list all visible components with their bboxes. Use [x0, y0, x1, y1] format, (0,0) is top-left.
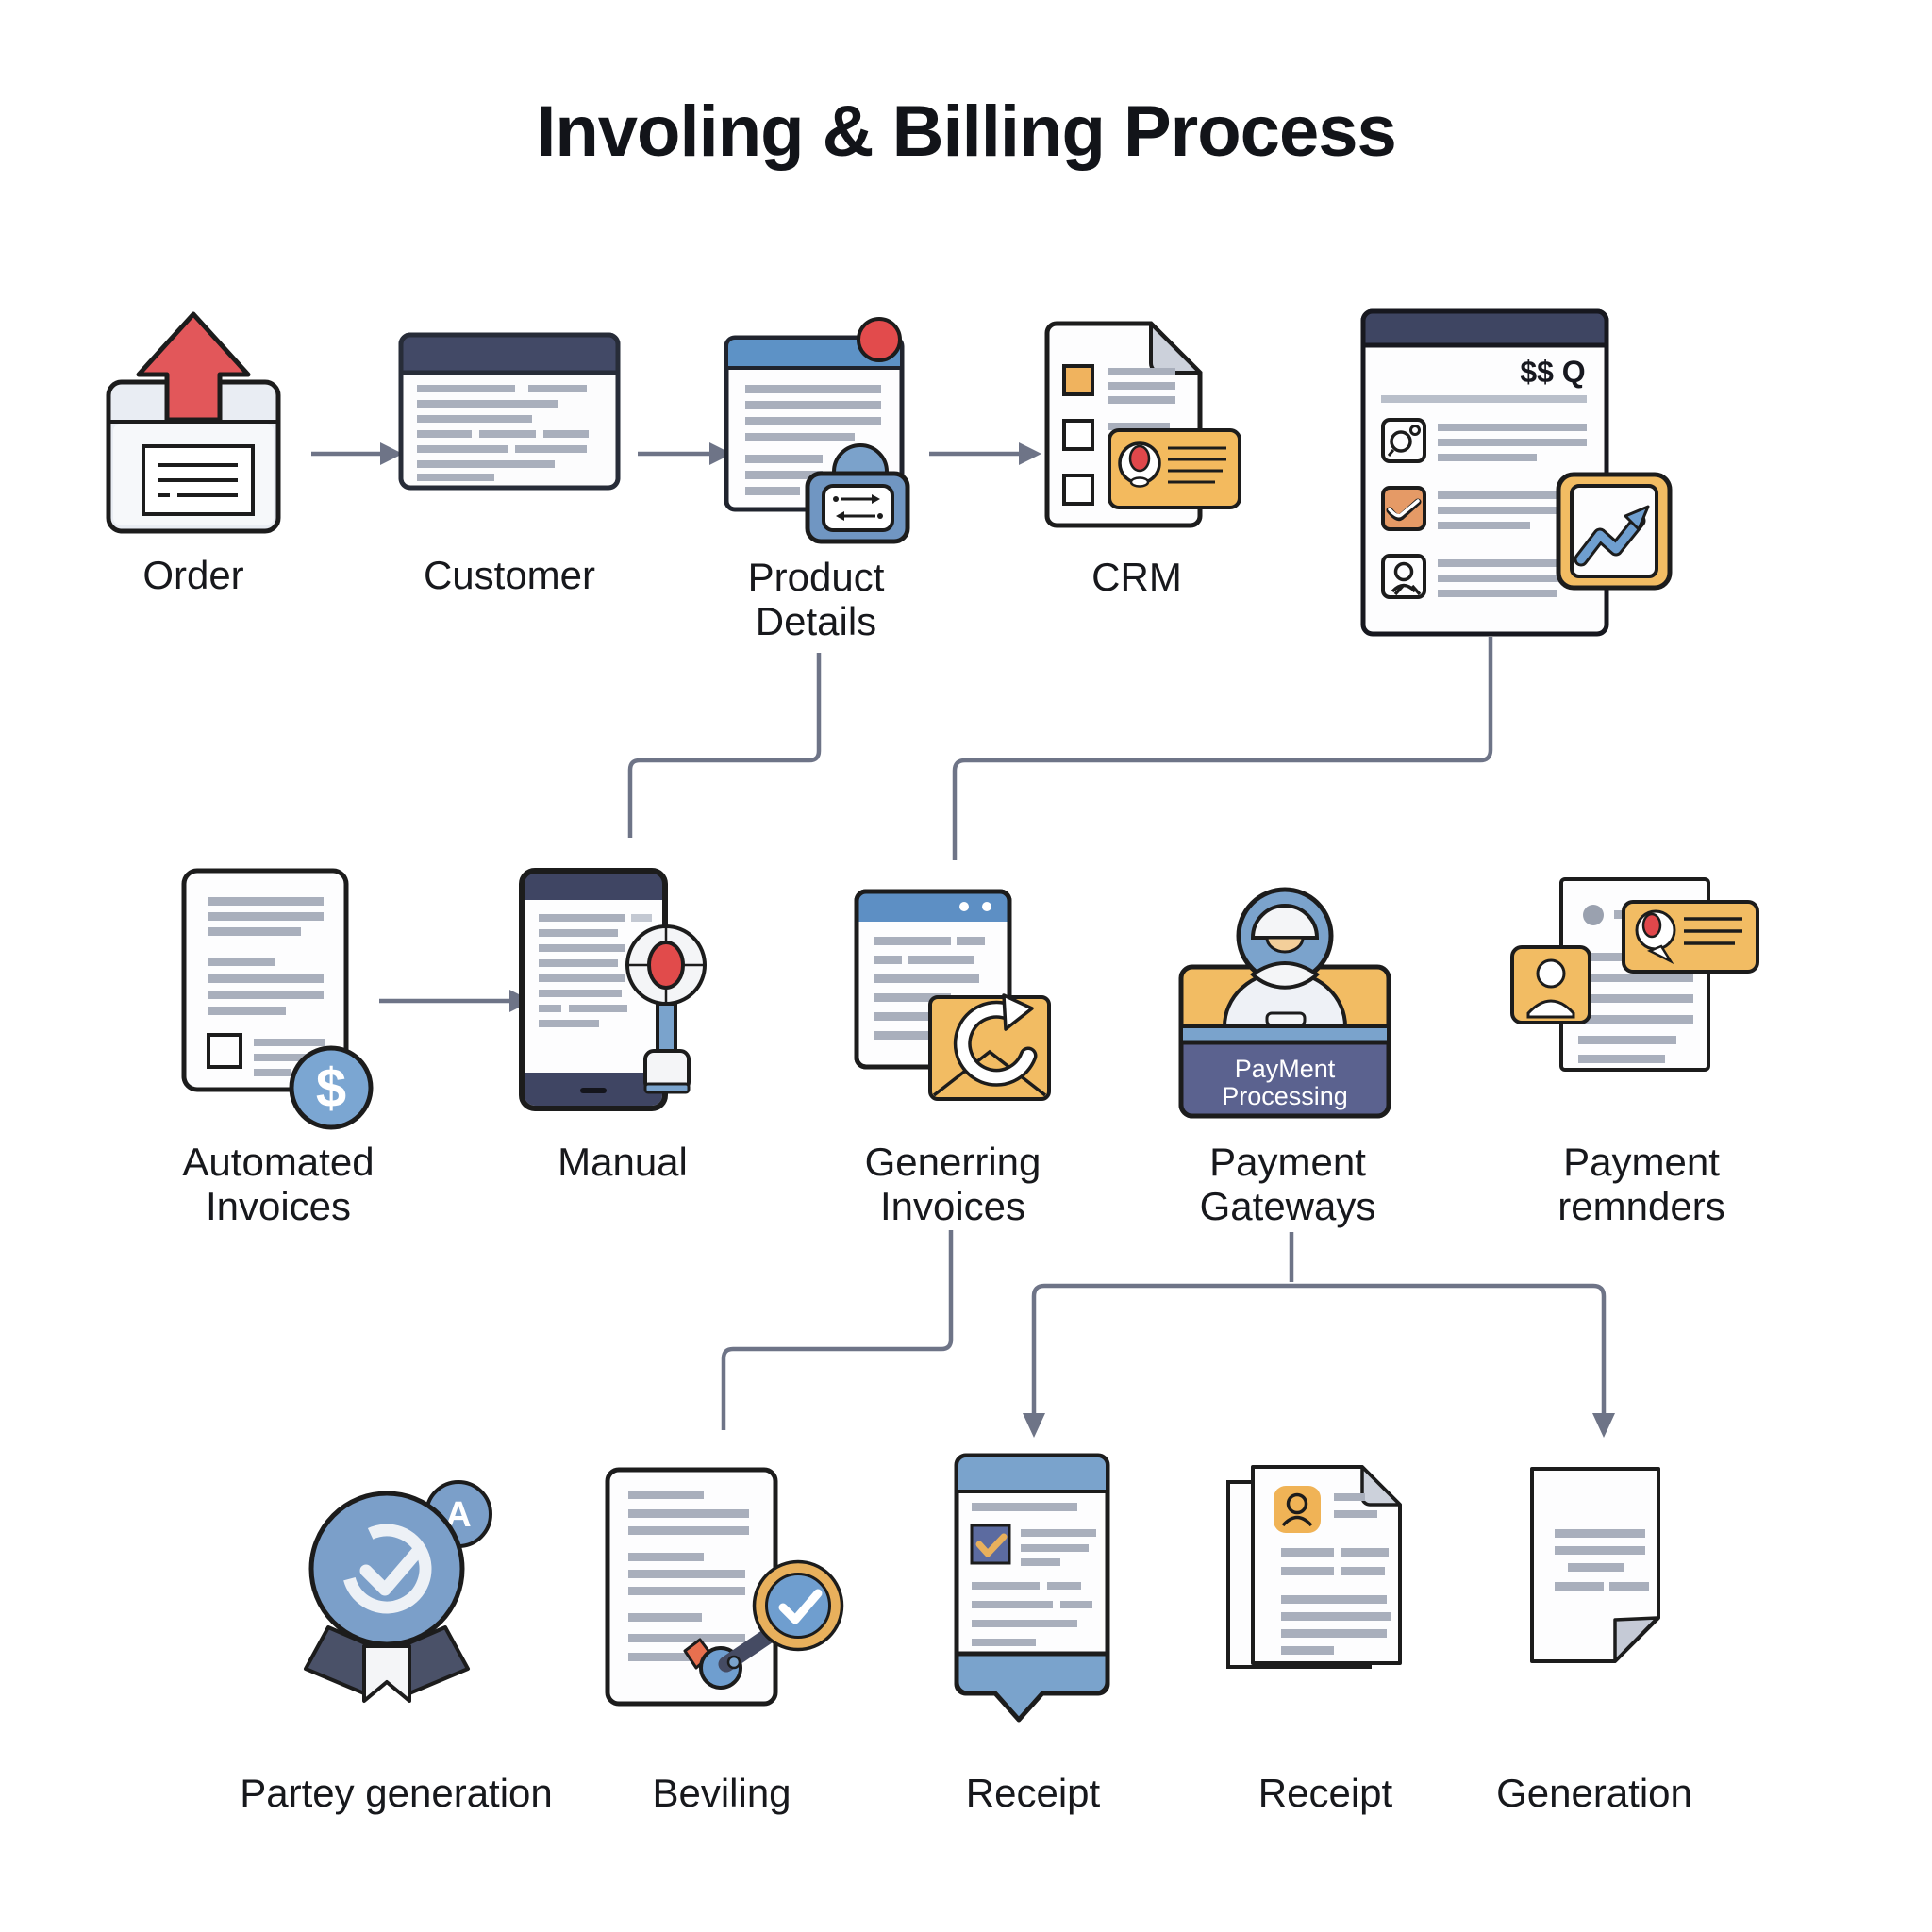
- crm-checklist-contact-icon: [1044, 321, 1241, 528]
- generated-document-icon: [1530, 1467, 1660, 1663]
- person-avatar-icon: [1273, 1486, 1321, 1533]
- reminder-message-card-icon: [1621, 900, 1759, 974]
- checkbox-empty-icon: [1062, 419, 1094, 451]
- connector-gateways-split: [1031, 1283, 1607, 1415]
- contact-card-icon: [1108, 428, 1241, 509]
- node-label-generation: Generation: [1496, 1771, 1692, 1815]
- arrowhead-to-generation: [1592, 1413, 1615, 1438]
- connector-product-details-to-manual: [627, 653, 822, 838]
- checkbox-empty-icon: [1062, 474, 1094, 506]
- node-payment-gateways: PayMent Processing Payment Gateways: [1170, 877, 1406, 1228]
- arrowhead-to-product-details: [709, 442, 732, 465]
- person-badge-icon: [1509, 945, 1591, 1024]
- billing-summary-panel-icon: $$ Q: [1360, 308, 1673, 637]
- card-text-line1: PayMent: [1235, 1055, 1336, 1083]
- chart-list-icon: [1381, 486, 1426, 531]
- settings-badge-icon: [805, 471, 910, 544]
- node-product-details: Product Details: [703, 311, 929, 643]
- node-label-receipt-2: Receipt: [1257, 1771, 1393, 1815]
- receipt-ribbon-icon: [954, 1453, 1110, 1723]
- panel-currency-search-symbol: $$ Q: [1520, 355, 1585, 389]
- node-customer: Customer: [382, 330, 637, 597]
- connector-generating-to-beviling: [721, 1230, 954, 1430]
- node-automated-invoices: $ Automated Invoices: [160, 863, 396, 1228]
- node-label-payment-gateways: Payment Gateways: [1199, 1140, 1376, 1229]
- card-text-line2: Processing: [1222, 1082, 1348, 1110]
- arrowhead-to-receipt: [1023, 1413, 1045, 1438]
- connector-panel-to-generating-invoices: [952, 637, 1493, 860]
- node-label-customer: Customer: [423, 553, 596, 597]
- node-label-manual: Manual: [558, 1140, 688, 1184]
- node-generation: Generation: [1496, 1457, 1692, 1815]
- checkbox-empty-icon: [206, 1033, 242, 1069]
- receipt-papers-icon: [1225, 1465, 1402, 1669]
- folded-corner-icon: [1613, 1616, 1659, 1663]
- generating-invoices-mail-icon: [854, 889, 1051, 1101]
- pin-magnifier-icon: [625, 924, 707, 1094]
- node-payment-reminders: Payment remnders: [1500, 868, 1783, 1228]
- folded-corner-icon: [1359, 1465, 1402, 1507]
- node-receipt-2: Receipt: [1217, 1457, 1434, 1815]
- node-manual: Manual: [514, 863, 731, 1184]
- folded-corner-icon: [1149, 322, 1202, 375]
- node-billing-summary: $$ Q: [1358, 307, 1674, 646]
- node-label-crm: CRM: [1091, 555, 1182, 599]
- automated-invoice-document-icon: $: [181, 868, 373, 1130]
- node-label-partey-generation: Partey generation: [240, 1771, 553, 1815]
- diagram-title: Involing & Billing Process: [536, 92, 1397, 172]
- node-crm: CRM: [1028, 309, 1245, 599]
- node-label-payment-reminders: Payment remnders: [1557, 1140, 1725, 1229]
- upload-arrow-icon: [136, 311, 251, 423]
- dollar-glyph: $: [315, 1058, 345, 1119]
- growth-chart-badge-icon: [1556, 472, 1673, 591]
- payment-processing-terminal-icon: PayMent Processing: [1178, 887, 1391, 1119]
- verified-badge-medal-icon: A: [304, 1480, 492, 1703]
- billing-review-magnifier-icon: [605, 1467, 844, 1707]
- arrowhead-to-customer: [380, 442, 403, 465]
- customer-record-window-icon: [398, 332, 621, 491]
- send-envelope-icon: [927, 993, 1051, 1101]
- node-generring-invoices: Generring Invoices: [844, 882, 1061, 1228]
- node-partey-generation: A Partey generation: [226, 1467, 566, 1815]
- order-upload-document-icon: [106, 311, 281, 534]
- node-label-generring-invoices: Generring Invoices: [864, 1140, 1041, 1229]
- product-details-window-icon: [724, 317, 910, 544]
- node-order: Order: [75, 307, 311, 597]
- node-label-automated-invoices: Automated Invoices: [182, 1140, 375, 1229]
- arrowhead-to-crm: [1019, 442, 1041, 465]
- payment-reminders-document-icon: [1509, 877, 1759, 1072]
- ribbon-tail-icon: [954, 1651, 1110, 1723]
- approval-magnifier-icon: [683, 1559, 844, 1690]
- checkbox-filled-icon: [1062, 364, 1094, 396]
- node-label-order: Order: [142, 553, 244, 597]
- node-label-product-details: Product Details: [747, 555, 885, 644]
- node-label-receipt-1: Receipt: [965, 1771, 1101, 1815]
- node-receipt-1: Receipt: [943, 1448, 1123, 1815]
- notification-dot-icon: [857, 317, 902, 362]
- node-beviling: Beviling: [594, 1462, 849, 1815]
- check-mark-icon: [359, 1543, 425, 1596]
- node-label-beviling: Beviling: [652, 1771, 791, 1815]
- cashier-avatar-icon: [1236, 887, 1334, 990]
- manual-entry-tablet-icon: [518, 868, 707, 1111]
- dollar-badge-icon: [289, 1045, 373, 1130]
